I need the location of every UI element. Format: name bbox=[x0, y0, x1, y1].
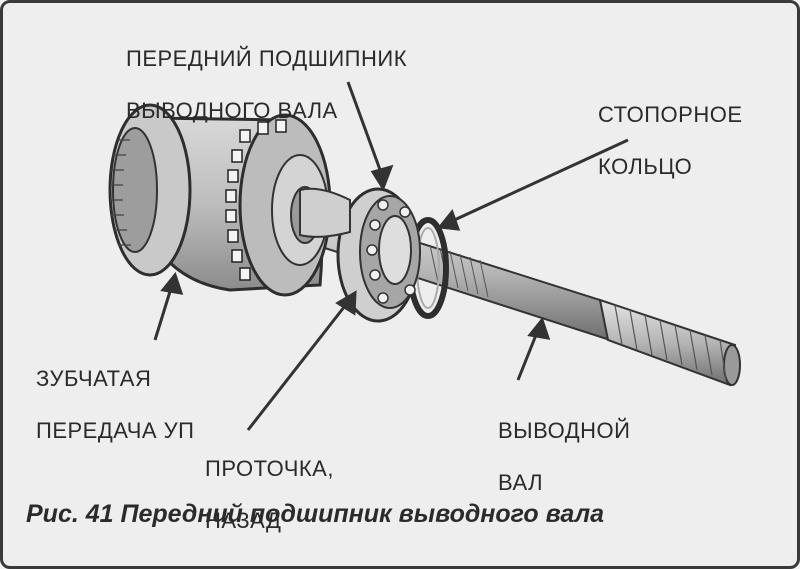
arrowhead-snap-ring bbox=[437, 208, 461, 231]
arrowhead-front-bearing bbox=[370, 164, 394, 192]
snap-ring-label-line2: КОЛЬЦО bbox=[598, 154, 693, 179]
arrow-front-bearing bbox=[346, 81, 385, 179]
output-shaft-label-line1: ВЫВОДНОЙ bbox=[498, 418, 631, 443]
gear-assembly bbox=[108, 103, 351, 297]
groove-label-line1: ПРОТОЧКА, bbox=[205, 456, 334, 481]
gear-label-line1: ЗУБЧАТАЯ bbox=[36, 366, 152, 391]
groove-label-line2: НАЗАД bbox=[205, 508, 282, 533]
figure-caption: Рис. 41 Передний подшипник выводного вал… bbox=[26, 500, 605, 528]
front-bearing bbox=[336, 187, 421, 323]
output-shaft-label: ВЫВОДНОЙ ВАЛ bbox=[498, 392, 630, 522]
gear-label-line2: ПЕРЕДАЧА УП bbox=[36, 418, 195, 443]
front-bearing-label-line2: ВЫВОДНОГО ВАЛА bbox=[126, 98, 338, 123]
arrow-snap-ring bbox=[449, 138, 629, 224]
arrow-groove bbox=[246, 301, 350, 431]
front-bearing-label-line1: ПЕРЕДНИЙ ПОДШИПНИК bbox=[126, 46, 408, 71]
groove-label: ПРОТОЧКА, НАЗАД bbox=[205, 430, 334, 560]
arrowhead-output-shaft bbox=[527, 316, 551, 340]
output-shaft-label-line2: ВАЛ bbox=[498, 470, 544, 495]
arrowhead-groove bbox=[335, 290, 357, 316]
snap-ring-label-line1: СТОПОРНОЕ bbox=[598, 102, 743, 127]
arrow-output-shaft bbox=[516, 329, 540, 381]
gear-label: ЗУБЧАТАЯ ПЕРЕДАЧА УП bbox=[36, 340, 194, 470]
leader-arrows bbox=[153, 81, 629, 431]
front-bearing-label: ПЕРЕДНИЙ ПОДШИПНИК ВЫВОДНОГО ВАЛА bbox=[126, 20, 407, 150]
snap-ring-label: СТОПОРНОЕ КОЛЬЦО bbox=[598, 76, 743, 206]
arrowhead-gear bbox=[160, 271, 184, 295]
arrow-gear bbox=[153, 284, 174, 341]
